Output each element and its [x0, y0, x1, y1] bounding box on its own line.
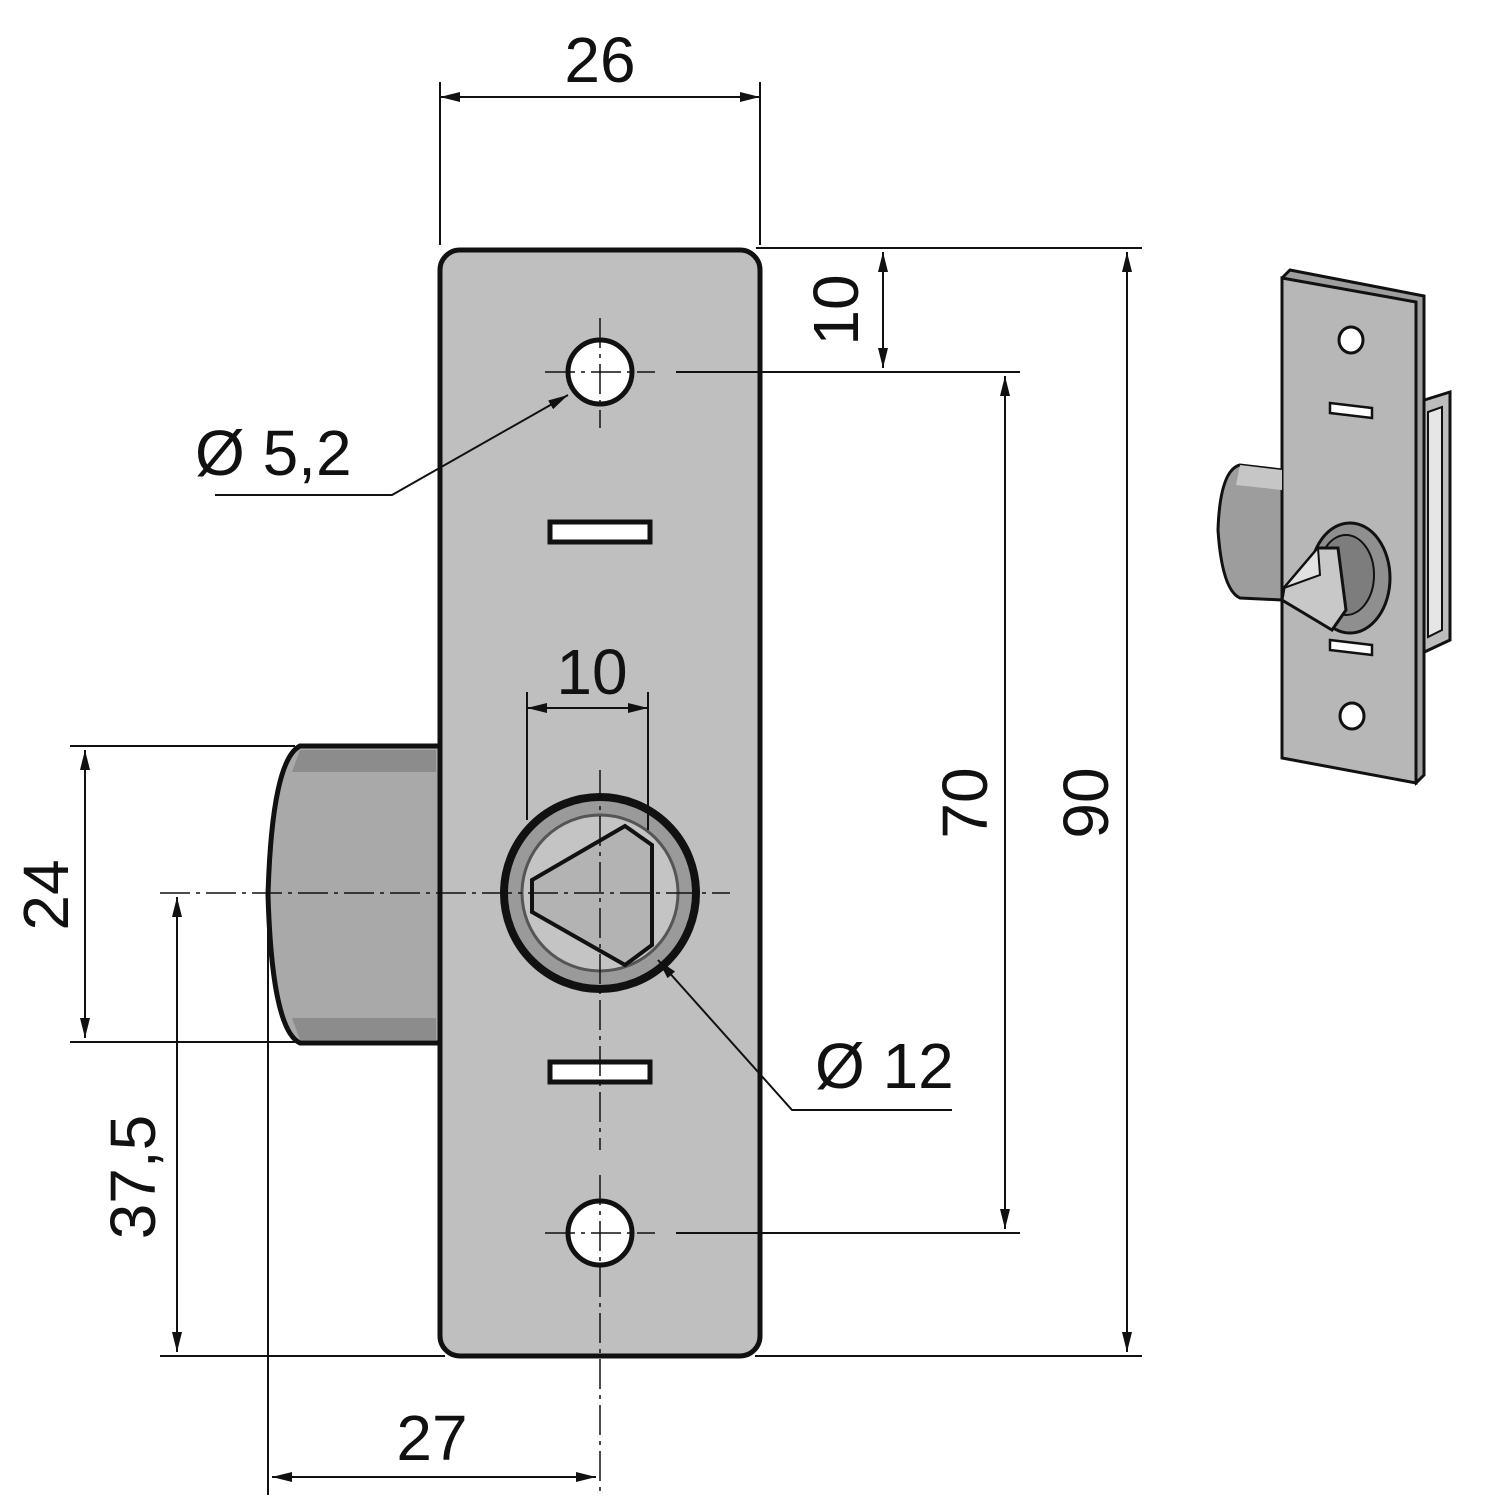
- dim-hole-spacing: 70: [929, 767, 1001, 838]
- dim-hole-diameter: Ø 5,2: [195, 417, 352, 489]
- dim-bolt-offset: 27: [396, 1402, 467, 1474]
- dim-knob-diameter: Ø 12: [815, 1030, 954, 1102]
- top-slot: [547, 519, 653, 545]
- dim-plate-height: 90: [1050, 767, 1122, 838]
- triangular-knob: [530, 823, 654, 968]
- dim-plate-width: 26: [564, 24, 635, 96]
- dim-center-height: 37,5: [97, 1115, 169, 1240]
- front-view: [160, 247, 763, 1492]
- dim-bolt-height: 24: [10, 859, 82, 930]
- latch-bolt: [265, 743, 443, 1046]
- dimension-labels: 26 10 Ø 5,2 10 70 90 24 37,5 27 Ø 12: [10, 24, 1122, 1474]
- dim-top-hole-offset: 10: [800, 274, 872, 345]
- dim-slot-width: 10: [556, 636, 627, 708]
- latch-bolt-shade-bottom: [292, 1018, 436, 1040]
- iso-latch-bolt: [1216, 463, 1284, 602]
- latch-bolt-shade: [292, 750, 436, 772]
- isometric-view: [1216, 268, 1452, 786]
- dimension-lines: [70, 82, 1142, 1495]
